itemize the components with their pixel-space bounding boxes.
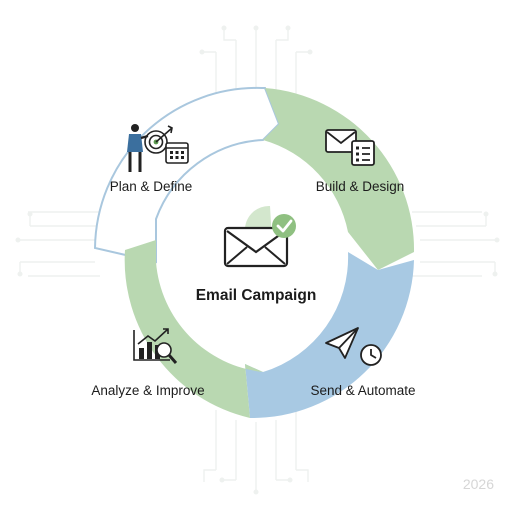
stage-segment-build <box>263 88 415 270</box>
stage-segment-send <box>245 252 414 419</box>
stage-label-send: Send & Automate <box>310 383 415 398</box>
stage-label-build: Build & Design <box>316 179 405 194</box>
watermark-year: 2026 <box>463 476 494 492</box>
circuit-nodes <box>15 25 500 495</box>
person-target-calendar-icon <box>127 124 189 172</box>
envelope-checklist-icon <box>325 129 375 166</box>
stage-segment-analyze <box>124 240 263 418</box>
email-check-icon <box>223 205 296 268</box>
chart-magnifier-icon <box>133 328 178 364</box>
stage-segment-plan <box>93 86 281 264</box>
circuit-background <box>19 30 496 490</box>
stage-label-analyze: Analyze & Improve <box>91 383 204 398</box>
paper-plane-clock-icon <box>325 327 382 366</box>
center-label: Email Campaign <box>196 287 317 304</box>
stage-label-plan: Plan & Define <box>110 179 193 194</box>
